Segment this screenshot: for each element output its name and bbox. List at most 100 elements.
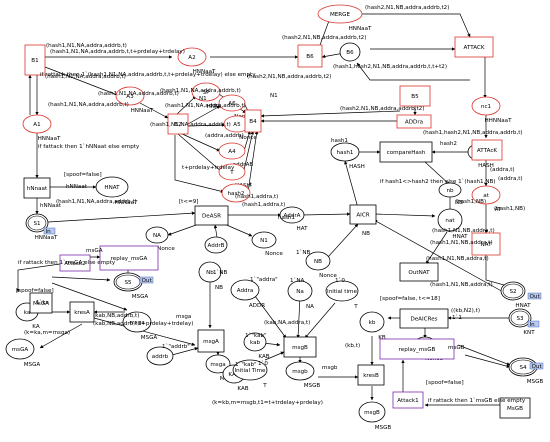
arc-msga-s5 bbox=[51, 276, 111, 282]
arc-label: if hash1<>hash2 then else 1`(hash1,NB) bbox=[380, 179, 496, 185]
transition-shape bbox=[244, 109, 262, 133]
arc-label: 1`NB bbox=[213, 270, 228, 276]
transition-shape bbox=[379, 141, 433, 163]
transition-attack: ATTACK bbox=[454, 36, 494, 58]
transition-label: B2 bbox=[174, 122, 181, 128]
arc-label: (kab,NB,addrb,t,t+prdelay+trdelay) bbox=[93, 321, 193, 327]
arc-nb-aicr bbox=[327, 223, 359, 258]
arc-msga-msga2 bbox=[51, 282, 128, 311]
transition-msga: msgA bbox=[197, 329, 225, 353]
arc-b2-t bbox=[177, 133, 223, 173]
arc-b6-merge bbox=[319, 17, 331, 46]
arc-label: (hash1,N1,NA,addra,addrb,t) bbox=[150, 122, 231, 128]
place-label: A6 bbox=[228, 101, 236, 107]
transition-msgb: MsGB bbox=[499, 397, 531, 419]
arc-label: [spoof=false] bbox=[16, 288, 54, 294]
place-type: NB bbox=[455, 200, 463, 206]
arc-addrb-deasr bbox=[213, 224, 218, 238]
transition-shape bbox=[454, 36, 494, 58]
place-shape bbox=[218, 94, 246, 112]
transition-replay-msgb: replay_msGB bbox=[379, 338, 455, 360]
transition-shape bbox=[399, 262, 439, 282]
transition-label: msgA bbox=[203, 339, 219, 345]
place-shape bbox=[95, 176, 129, 198]
place-shape bbox=[218, 163, 246, 181]
place-shape bbox=[5, 338, 35, 360]
place-type: HAT bbox=[296, 226, 308, 232]
place-shape bbox=[230, 279, 260, 301]
place-label: Na bbox=[296, 289, 304, 295]
port-tag-s5 bbox=[139, 276, 154, 284]
arc-label: (hash1,N1,NB,addra,t) bbox=[432, 228, 495, 234]
transition-shape bbox=[194, 205, 229, 226]
place-shape bbox=[232, 359, 268, 381]
port-tag-s1-text: In bbox=[46, 229, 52, 235]
arc-nat-outnat bbox=[425, 231, 448, 265]
place-shape bbox=[305, 251, 331, 271]
arc-aicr-nat bbox=[374, 213, 436, 218]
arc-initt-msgb bbox=[304, 302, 336, 339]
place-shape bbox=[287, 280, 313, 302]
arc-label: (hash1,N1,NA,addra,addrb,t) bbox=[46, 43, 127, 49]
place-shape bbox=[508, 308, 532, 328]
arc-label: if rattack then 1`msGB else empty bbox=[428, 398, 526, 404]
place-label: MERGE bbox=[330, 12, 351, 18]
transition-shape bbox=[399, 308, 449, 329]
place-type: HASH bbox=[478, 163, 494, 169]
place-label: Initial time bbox=[327, 289, 357, 295]
arc-label: (hash2,N1,NB,addra,addrb,t2) bbox=[282, 35, 366, 41]
transition-label: Attack2 bbox=[64, 261, 85, 267]
transition-label: compareHash bbox=[387, 150, 426, 156]
place-type: MSGB bbox=[304, 383, 321, 389]
port-tag-s2-text: Out bbox=[530, 294, 541, 300]
place-shape bbox=[204, 236, 228, 254]
port-tag-s5-text: Out bbox=[142, 278, 153, 284]
arc-label: hNNaat bbox=[40, 203, 62, 209]
transition-deaicres: DeAICRes bbox=[399, 308, 449, 329]
arc-label: 1`0 bbox=[258, 361, 268, 367]
transition-msga: MsGA bbox=[29, 292, 53, 314]
arc-s2-aicr bbox=[373, 219, 506, 294]
place-label: kab bbox=[250, 340, 261, 346]
place-label: kb bbox=[369, 320, 376, 326]
transition-label: MsGB bbox=[507, 406, 523, 412]
place-type: MSGA bbox=[141, 335, 158, 341]
transition-hnnaat: hNnaat bbox=[23, 177, 51, 199]
place-shape bbox=[218, 142, 246, 160]
arc-label: (hash1,N1,NA,addra,addrb,t) bbox=[56, 199, 137, 205]
place-shape bbox=[325, 280, 359, 302]
place-label: ka bbox=[24, 310, 31, 316]
transition-label: OutNAT bbox=[408, 270, 430, 276]
transition-shape bbox=[396, 114, 432, 129]
transition-shape bbox=[167, 113, 189, 135]
arc-b2-sp bbox=[175, 95, 197, 116]
place-label: at bbox=[483, 193, 489, 199]
place-port-ring bbox=[510, 310, 530, 326]
arc-label: (hash2,N1,NB,addra,addrb,t2) bbox=[340, 106, 424, 112]
transition-shape bbox=[357, 364, 385, 386]
arc-label: (hash1,hash2,N1,NB,addra,addrb,t,t+t2) bbox=[333, 64, 447, 70]
arc-label: [spoof=false] bbox=[426, 380, 464, 386]
place-shape bbox=[437, 208, 463, 232]
place-type: Nonce bbox=[157, 246, 175, 252]
place-type: HHNNaaT bbox=[484, 118, 512, 124]
place-shape bbox=[339, 42, 361, 62]
arc-msgB-s4 bbox=[464, 354, 511, 368]
transition-b2: B2 bbox=[167, 113, 189, 135]
arc-label: msGA bbox=[86, 248, 103, 254]
transition-label: DeAICRes bbox=[410, 317, 437, 323]
arc-h-b4 bbox=[260, 110, 401, 118]
place-label: S1 bbox=[33, 221, 41, 227]
arc-deasr-na bbox=[167, 223, 200, 236]
arc-a4-b4 bbox=[243, 130, 251, 152]
arc-label: msGB bbox=[448, 345, 465, 351]
